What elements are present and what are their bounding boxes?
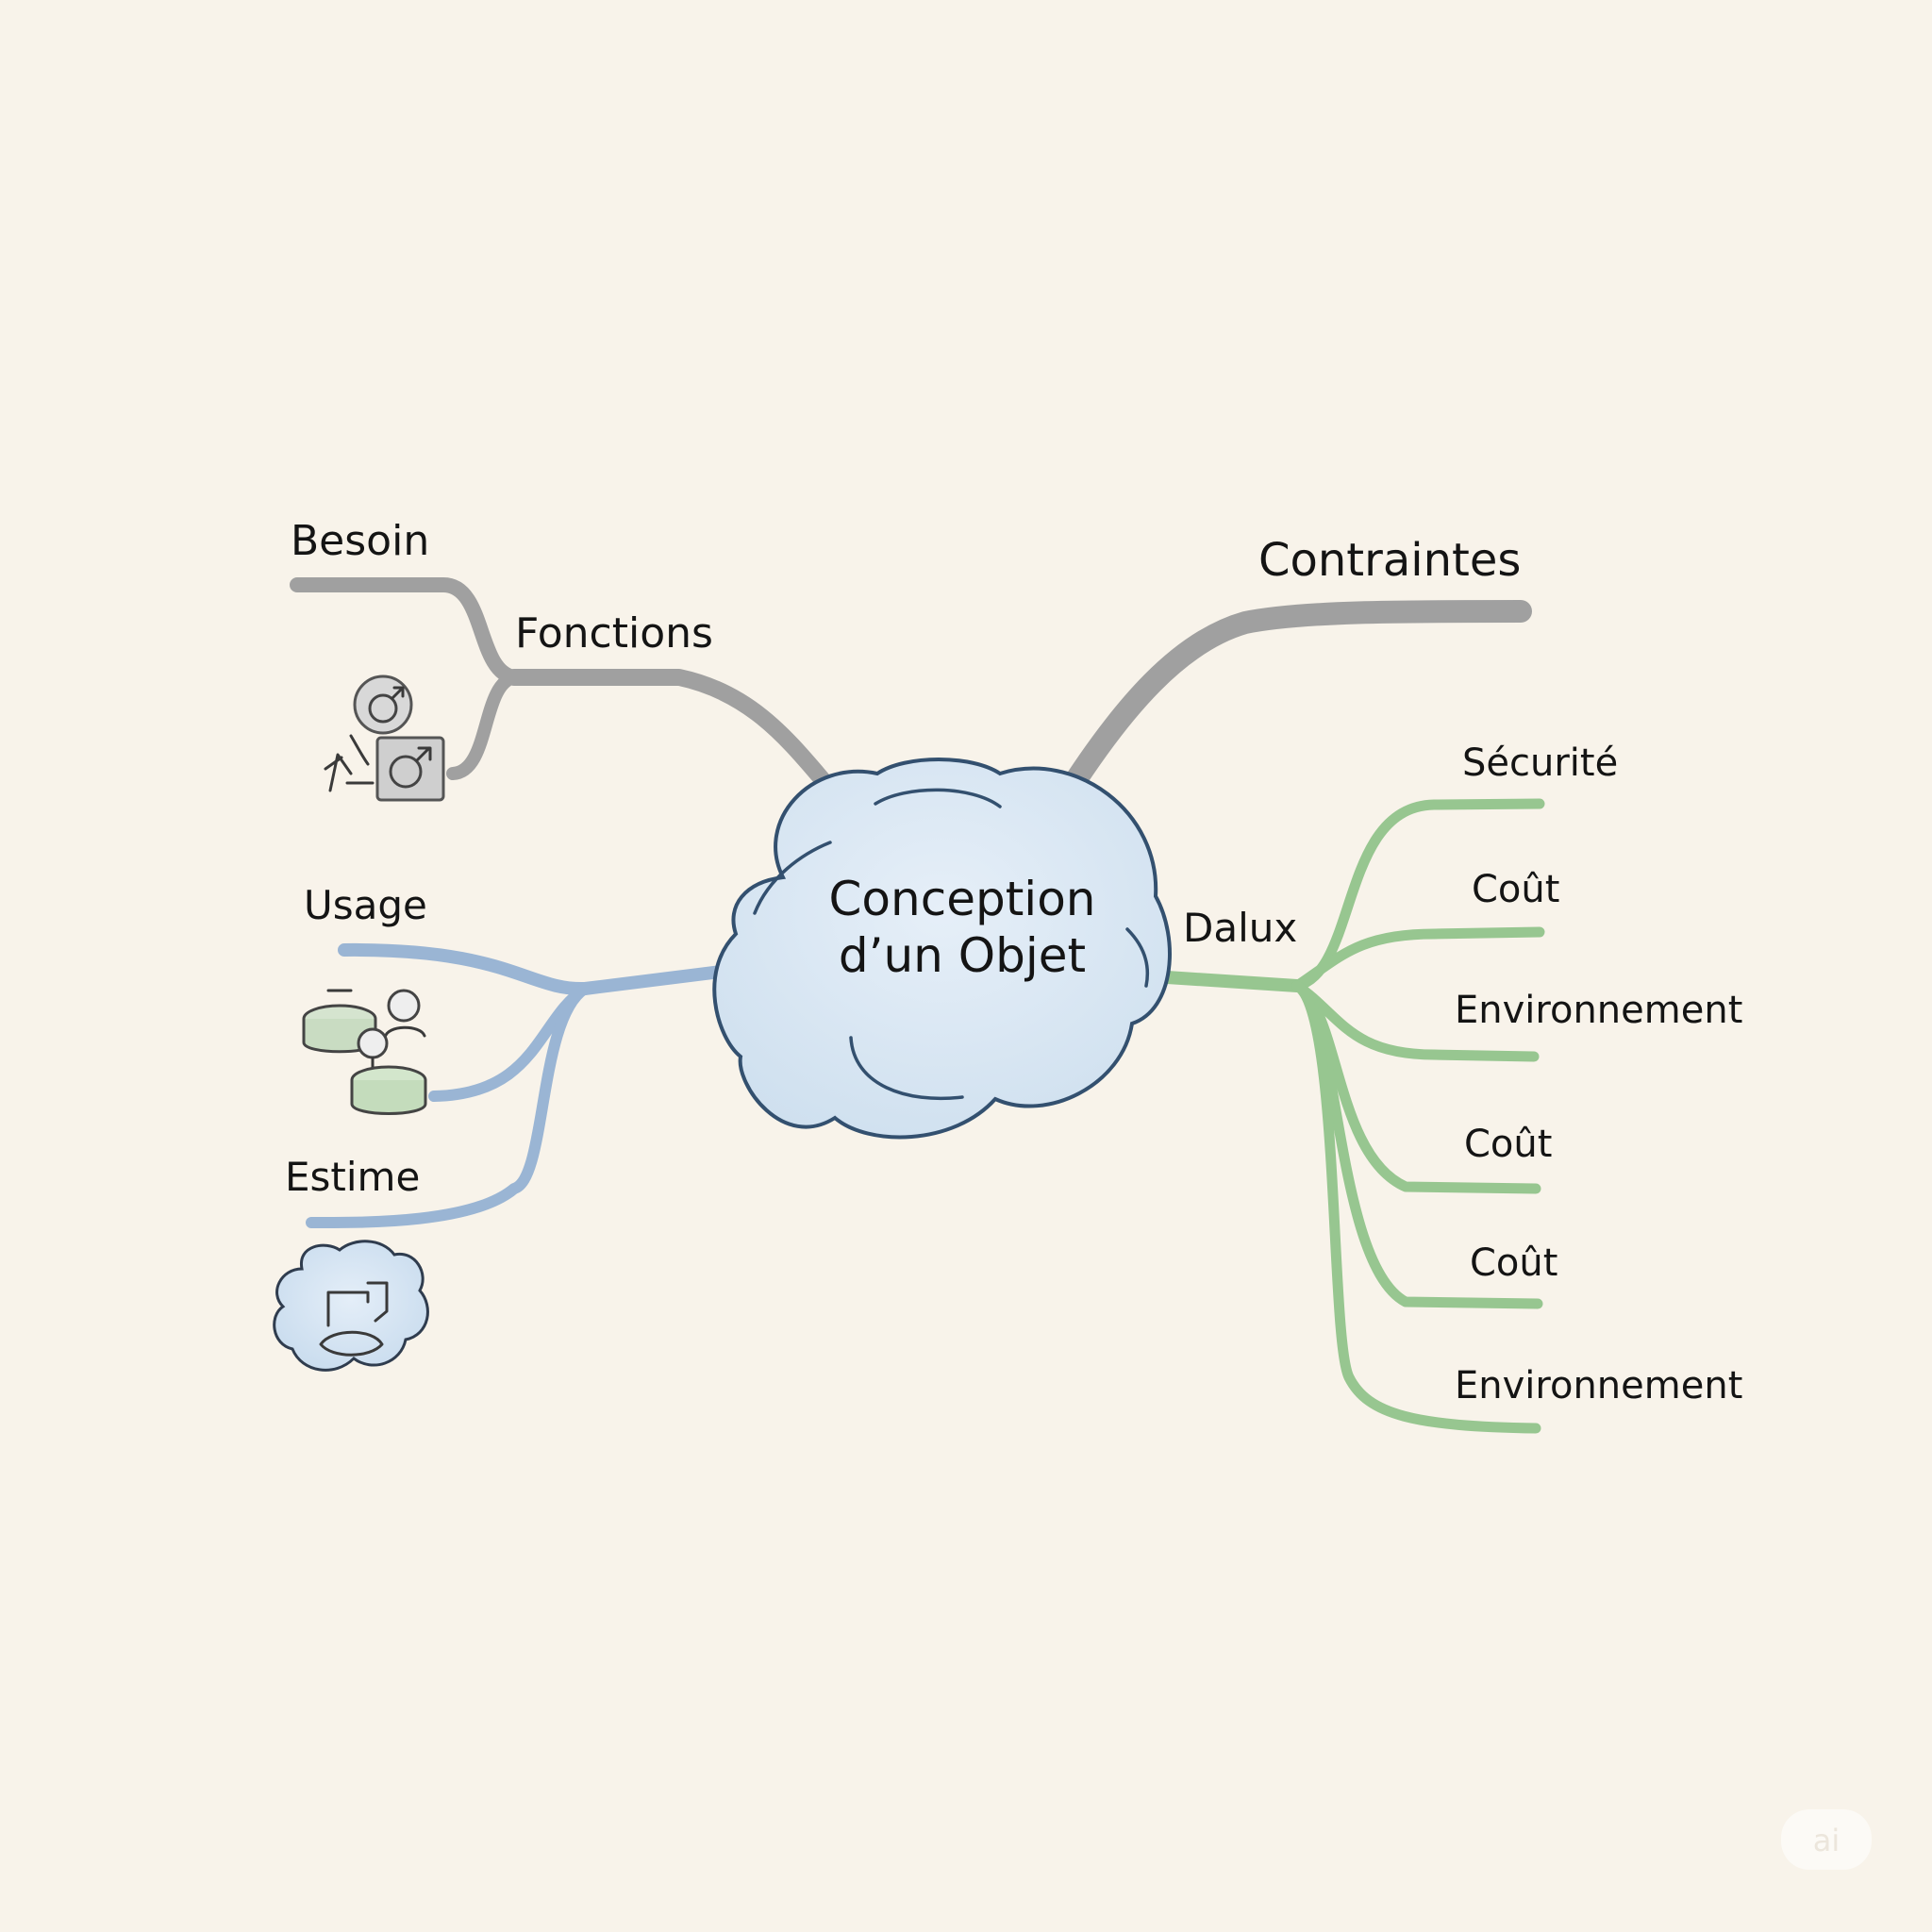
- cloud-face-icon: [273, 1240, 429, 1372]
- leaf-label-2: Coût: [1472, 868, 1559, 911]
- leaf-label-4: Coût: [1464, 1123, 1552, 1166]
- leaf-line-2: [1291, 926, 1545, 991]
- branch-line-icon: [446, 671, 521, 780]
- leaf-label-3: Environnement: [1455, 989, 1742, 1032]
- center-title-line1: Conception: [829, 872, 1096, 926]
- people-tokens-icon: [302, 989, 427, 1115]
- leaf-line-6: [1291, 980, 1541, 1434]
- branch-line-main-blue: [578, 963, 742, 995]
- branch-line-contraintes: [1057, 600, 1532, 804]
- leaf-label-1: Sécurité: [1462, 741, 1618, 785]
- cloud-inner-arc-bottom: [849, 1036, 964, 1101]
- gender-symbols-icon: [324, 675, 445, 802]
- label-estime: Estime: [285, 1154, 420, 1200]
- center-title-line2: d’un Objet: [839, 928, 1086, 983]
- leaf-label-6: Environnement: [1455, 1364, 1742, 1407]
- branch-line-estime: [306, 983, 591, 1229]
- label-fonctions: Fonctions: [515, 609, 713, 658]
- branch-green: [1146, 798, 1545, 1434]
- label-contraintes: Contraintes: [1258, 534, 1521, 587]
- cloud-inner-arc-right: [1125, 927, 1149, 988]
- label-dalux: Dalux: [1183, 905, 1297, 951]
- branch-gray-left: [290, 577, 839, 797]
- cloud-inner-arc-top: [874, 788, 1002, 808]
- branch-line-fonctions: [506, 669, 839, 797]
- branch-line-usage: [338, 942, 591, 996]
- central-cloud-shape: [712, 758, 1172, 1140]
- label-besoin: Besoin: [291, 517, 429, 565]
- branch-line-icon-blue: [428, 983, 591, 1102]
- leaf-label-5: Coût: [1470, 1241, 1557, 1285]
- branch-line-main-green: [1146, 970, 1304, 992]
- watermark-text: ai: [1813, 1823, 1840, 1858]
- branch-blue: [306, 942, 742, 1229]
- label-usage: Usage: [304, 882, 427, 928]
- cloud-inner-arc-left: [753, 841, 832, 915]
- central-cloud: Conception d’un Objet: [712, 758, 1172, 1140]
- branch-line-besoin: [290, 577, 522, 685]
- watermark-badge: ai: [1781, 1809, 1872, 1870]
